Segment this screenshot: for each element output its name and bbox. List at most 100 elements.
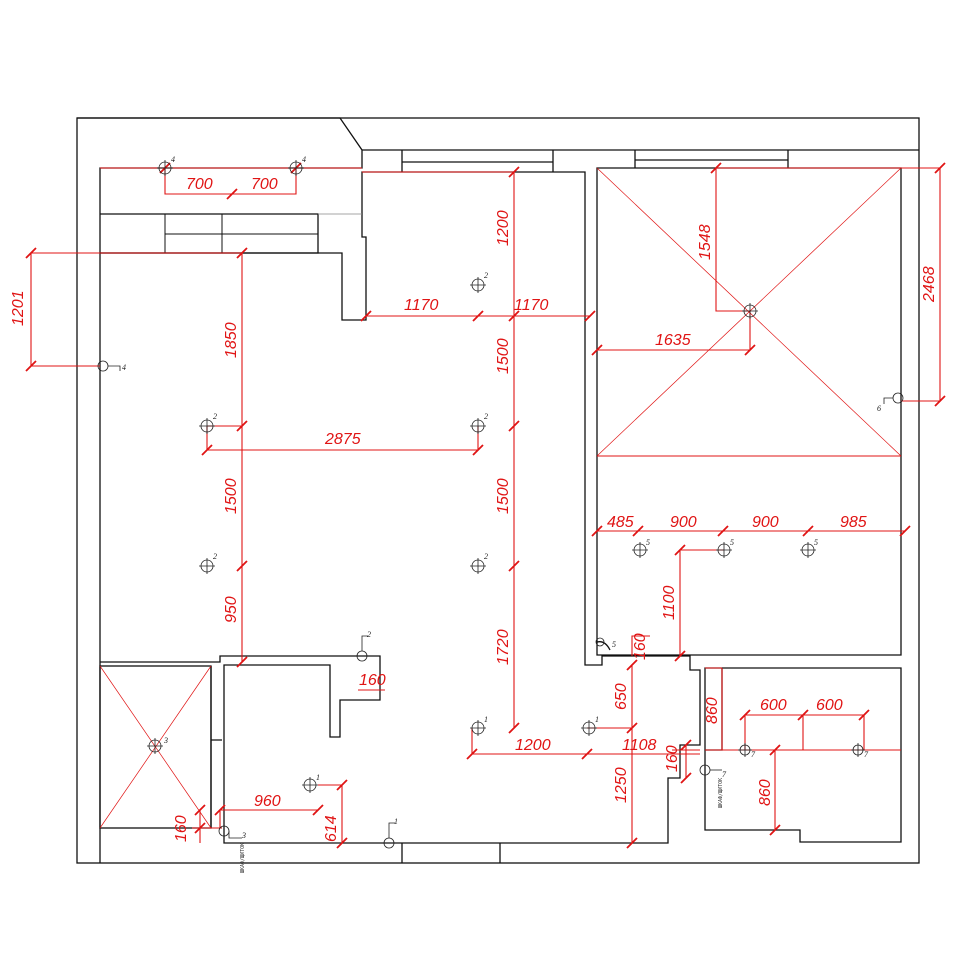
dimension-labels: 700 700 1170 1170 2875 1635 485 900 900 …	[10, 176, 938, 842]
dim-600-line	[744, 714, 865, 750]
light-marker-icon: 1	[302, 773, 320, 793]
light-marker-icon: 7	[738, 743, 756, 759]
dim-label: 1108	[622, 737, 657, 754]
dim-label: 600	[816, 697, 843, 714]
dim-label: 1720	[495, 629, 512, 665]
dim-label: 900	[670, 514, 697, 531]
light-marker-icon: 7	[851, 743, 869, 759]
svg-text:4: 4	[171, 155, 175, 164]
light-marker-icon: 5	[632, 538, 650, 558]
dim-label: 700	[186, 176, 213, 193]
dim-160-small	[672, 745, 700, 778]
dim-label: 160	[632, 633, 649, 660]
markers: 4 4 4 2 2 2 2 2 2 3 3 1 1 1 1 5 5 5 5 6 …	[97, 155, 904, 849]
dim-1100-line	[679, 549, 724, 656]
dim-label: 1635	[655, 332, 691, 349]
dim-label: 1200	[495, 210, 512, 246]
dim-label: 1500	[495, 478, 512, 514]
light-marker-icon: 1	[581, 715, 599, 736]
dim-label: 860	[704, 697, 721, 724]
window-1	[401, 150, 554, 172]
svg-text:1: 1	[316, 773, 320, 782]
bedroom-walls	[596, 167, 902, 656]
dim-label: 1200	[515, 737, 551, 754]
light-marker-icon: 2	[199, 412, 217, 434]
outlet-marker-icon: 6	[877, 392, 904, 413]
window-2	[634, 150, 789, 168]
svg-text:5: 5	[814, 538, 818, 547]
dim-label: 614	[323, 815, 340, 842]
svg-text:1: 1	[394, 817, 398, 826]
dimension-lines	[30, 167, 941, 843]
svg-text:1: 1	[484, 715, 488, 724]
svg-text:2: 2	[484, 412, 488, 421]
svg-text:5: 5	[646, 538, 650, 547]
outlet-marker-icon: 3	[218, 825, 246, 840]
light-marker-icon: 2	[199, 552, 217, 574]
dim-1201-line	[30, 252, 242, 367]
living-room-walls	[100, 171, 701, 844]
dim-label: 1201	[10, 290, 27, 326]
dim-label: 2875	[324, 431, 361, 448]
dim-label: 1170	[404, 297, 439, 314]
light-marker-icon: 5	[716, 538, 734, 558]
light-marker-icon: 2	[470, 552, 488, 574]
dim-label: 1548	[697, 224, 714, 260]
outer-wall	[76, 117, 920, 864]
svg-text:5: 5	[730, 538, 734, 547]
dim-160-bath	[192, 810, 222, 843]
svg-text:6: 6	[877, 404, 881, 413]
dim-label: 160	[173, 815, 190, 842]
dim-label: 650	[613, 683, 630, 710]
dim-bedroom	[597, 167, 941, 402]
socket-label: ШКАФ/ЩИТОК	[240, 843, 246, 873]
outlet-marker-icon: 1	[383, 817, 398, 849]
svg-text:2: 2	[484, 552, 488, 561]
light-marker-icon: 2	[470, 271, 488, 293]
light-marker-icon: 1	[470, 715, 488, 736]
light-marker-icon: 4	[288, 155, 306, 176]
svg-text:1: 1	[595, 715, 599, 724]
ceiling-crosses	[99, 167, 902, 829]
dim-160-door	[631, 635, 650, 656]
dim-860-a	[705, 667, 723, 750]
light-marker-icon: 3	[147, 736, 168, 754]
svg-text:4: 4	[122, 363, 126, 372]
svg-text:2: 2	[367, 630, 371, 639]
outlet-marker-icon: 4	[97, 360, 126, 372]
svg-text:7: 7	[722, 770, 727, 779]
svg-text:4: 4	[302, 155, 306, 164]
svg-text:7: 7	[751, 750, 756, 759]
svg-text:3: 3	[241, 831, 246, 840]
dim-label: 160	[664, 745, 681, 772]
outlet-marker-icon: 2	[356, 630, 371, 662]
dim-label: 1500	[495, 338, 512, 374]
dim-label: 485	[607, 514, 634, 531]
svg-text:7: 7	[864, 750, 869, 759]
dim-label: 985	[840, 514, 867, 531]
dim-label: 2468	[921, 266, 938, 303]
socket-labels: ШКАФ/ЩИТОК ШКАФ/ЩИТОК	[240, 778, 724, 873]
storage-walls	[704, 667, 902, 843]
dim-label: 600	[760, 697, 787, 714]
svg-text:5: 5	[612, 640, 616, 649]
light-marker-icon	[742, 303, 758, 319]
light-marker-icon: 5	[800, 538, 818, 558]
bedroom-ceiling-cross	[596, 167, 902, 457]
dim-label: 1500	[223, 478, 240, 514]
dim-label: 960	[254, 793, 281, 810]
dim-960-line	[219, 809, 318, 828]
dim-label: 700	[251, 176, 278, 193]
dim-label: 950	[223, 596, 240, 623]
tick-marks	[25, 162, 946, 849]
svg-text:2: 2	[484, 271, 488, 280]
light-marker-icon: 4	[157, 155, 175, 176]
svg-text:2: 2	[213, 412, 217, 421]
dim-700-line	[100, 167, 362, 195]
bathroom-ceiling-cross	[99, 665, 212, 829]
svg-text:3: 3	[163, 736, 168, 745]
outlet-marker-icon: 7	[699, 764, 727, 779]
dim-label: 1850	[223, 322, 240, 358]
